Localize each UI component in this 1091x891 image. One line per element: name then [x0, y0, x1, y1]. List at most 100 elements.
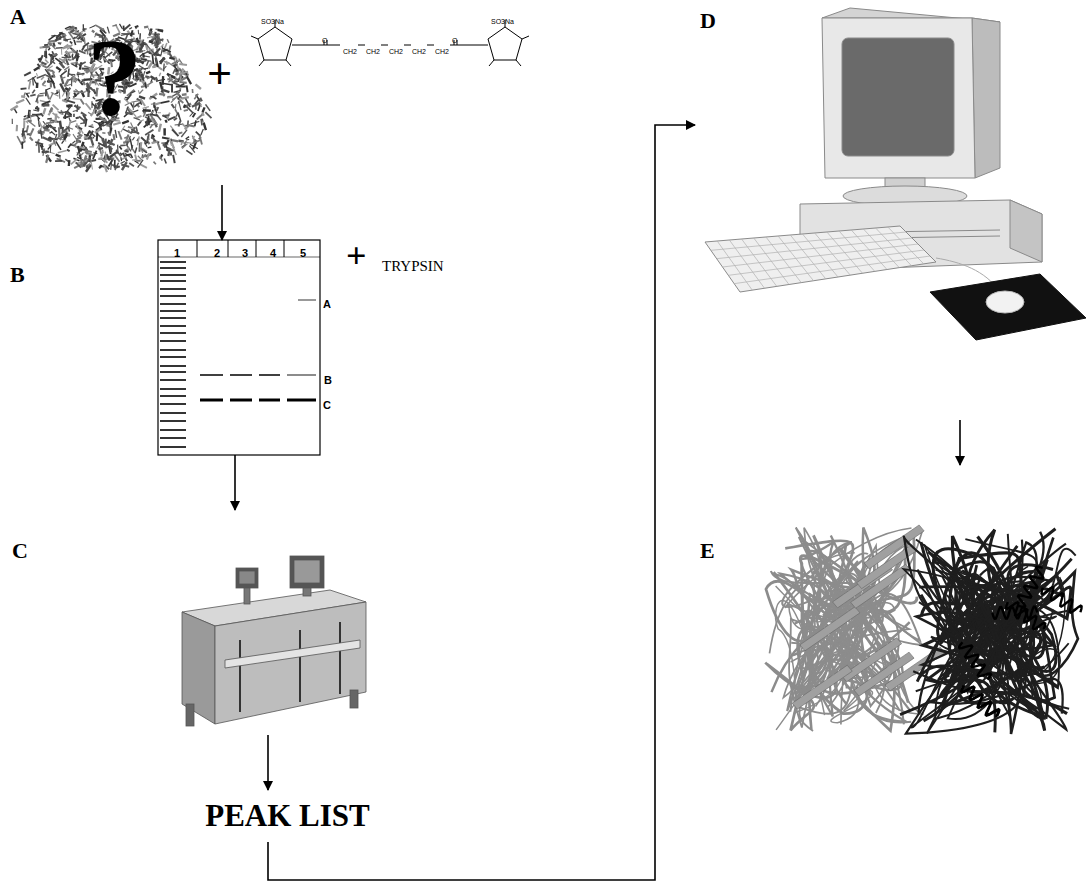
blob-speck [79, 117, 86, 123]
key-column [717, 241, 752, 290]
blob-speck [72, 49, 76, 52]
blob-speck [65, 88, 68, 90]
blob-speck [181, 142, 182, 145]
blob-speck [50, 108, 52, 113]
blob-speck [149, 40, 153, 43]
chem-group: CH2 [389, 48, 403, 55]
blob-speck [195, 120, 196, 126]
blob-speck [73, 114, 75, 117]
chem-group: SO3Na [261, 18, 284, 25]
blob-speck [55, 160, 62, 162]
blob-speck [44, 51, 47, 57]
blob-speck [86, 157, 91, 164]
blob-speck [63, 46, 71, 49]
band-label-holder: B [324, 371, 332, 387]
blob-speck [84, 37, 86, 44]
blob-speck [179, 74, 181, 82]
blob-speck [47, 69, 52, 71]
blob-speck [175, 57, 177, 60]
blob-speck [193, 113, 196, 117]
ladder-band [160, 261, 186, 263]
lane-number-holder: 3 [242, 244, 248, 260]
key-column [815, 233, 851, 275]
blob-speck [76, 34, 80, 39]
peak-list-text: PEAK LIST [205, 798, 370, 833]
blob-speck [187, 85, 188, 92]
blob-speck [187, 76, 191, 84]
blob-speck [30, 95, 35, 96]
blob-speck [169, 137, 171, 146]
blob-speck [175, 104, 177, 110]
blob-speck [148, 146, 152, 148]
key-column [754, 238, 789, 285]
ladder-band [160, 349, 186, 351]
blob-speck [162, 89, 163, 92]
ladder-band [160, 325, 186, 327]
blob-speck [50, 82, 52, 87]
blob-speck [179, 72, 188, 74]
structure-panel: E [695, 465, 1085, 760]
blob-speck [73, 110, 78, 111]
blob-speck [17, 136, 22, 144]
blob-speck [135, 155, 137, 161]
blob-speck [11, 106, 18, 110]
blob-speck [73, 75, 75, 82]
blob-speck [192, 89, 194, 93]
blob-speck [38, 143, 40, 153]
blob-speck [91, 137, 94, 146]
blob-speck [59, 69, 62, 72]
blob-speck [60, 134, 63, 140]
blob-speck [72, 54, 74, 58]
blob-speck [152, 135, 155, 137]
blob-speck [155, 42, 157, 47]
blob-speck [157, 35, 159, 45]
key-column [742, 239, 777, 286]
alpha-helix [1042, 587, 1082, 613]
blob-speck [51, 71, 54, 73]
blob-speck [71, 62, 78, 64]
blob-speck [66, 100, 75, 103]
blob-speck [62, 127, 70, 133]
blob-speck [200, 98, 202, 102]
blob-speck [41, 62, 46, 64]
blob-speck [170, 152, 172, 155]
beta-sheet [851, 564, 911, 608]
blob-speck [148, 62, 152, 69]
blob-speck [72, 141, 75, 144]
blob-speck [98, 147, 103, 150]
alpha-helix [992, 607, 1037, 619]
blob-speck [16, 125, 18, 131]
blob-speck [62, 57, 70, 58]
blob-speck [73, 93, 79, 98]
flow-arrow [234, 455, 236, 510]
ladder-band [160, 340, 186, 342]
blob-speck [60, 84, 64, 92]
panel-letter: E [700, 538, 715, 563]
blob-speck [175, 64, 177, 66]
blob-speck [49, 143, 54, 146]
blob-speck [42, 65, 47, 68]
reagent-label-holder: TRYPSIN [382, 258, 444, 274]
ladder-band [160, 388, 186, 390]
blob-speck [98, 143, 105, 147]
blob-speck [24, 93, 25, 96]
blob-speck [122, 162, 127, 170]
blob-speck [39, 92, 45, 94]
blob-speck [203, 107, 205, 112]
blob-speck [152, 55, 153, 65]
ladder-band [160, 280, 186, 282]
blob-speck [100, 152, 103, 157]
blob-speck [205, 112, 211, 118]
blob-speck [115, 163, 119, 170]
blob-speck [61, 48, 62, 55]
blob-speck [126, 141, 129, 145]
blob-speck [42, 85, 46, 87]
blob-speck [154, 162, 156, 165]
beta-sheet [792, 665, 852, 709]
chem-group: CH2 [366, 48, 380, 55]
blob-speck [120, 157, 122, 161]
blob-speck [56, 141, 61, 149]
blob-speck [206, 104, 211, 111]
blob-speck [48, 43, 52, 44]
blob-speck [158, 143, 160, 150]
